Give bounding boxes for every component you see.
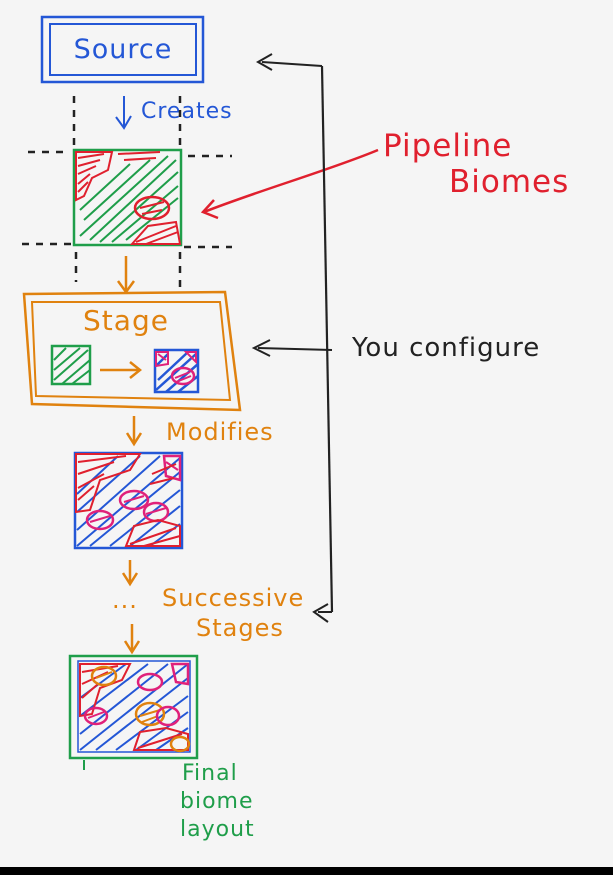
final-layout-label: Final biome layout [83,760,255,842]
you-configure-bracket: You configure [251,53,540,613]
successive-dots: ... [112,586,138,614]
stage-label: Stage [83,304,169,337]
creates-arrow: Creates [115,96,233,130]
successive-label-line1: Successive [162,584,304,612]
final-label-line2: biome [180,789,254,814]
source-box: Source [40,15,205,84]
successive-label-line2: Stages [196,614,284,642]
final-biome-tile [68,654,199,760]
modified-biome-tile [73,451,184,550]
arrow-to-stage [116,256,136,295]
pipeline-pointer: Pipeline Biomes [200,128,569,220]
grid-dashes [22,96,232,288]
creates-label: Creates [141,99,233,124]
pipeline-label-line1: Pipeline [383,128,512,164]
successive-stages: ... Successive Stages [112,584,329,642]
arrow-modifies: Modifies [125,416,274,447]
final-label-line3: layout [180,817,255,842]
stage-box: Stage [22,290,242,412]
source-label: Source [74,34,173,65]
you-configure-label: You configure [351,333,540,363]
arrow-to-successive [121,560,139,587]
modifies-label: Modifies [166,418,274,446]
pipeline-biome-tile [72,148,183,247]
bottom-bar [0,867,613,875]
final-label-line1: Final [182,761,238,786]
arrow-to-final [123,624,141,655]
pipeline-label-line2: Biomes [449,164,569,200]
